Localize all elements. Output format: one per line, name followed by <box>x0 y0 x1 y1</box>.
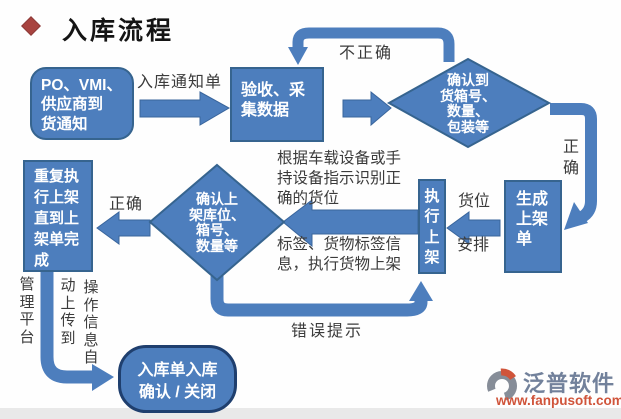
bottom-strip <box>0 408 621 419</box>
close-order-node: 入库单入库 确认 / 关闭 <box>118 345 237 413</box>
label-device-note: 根据车载设备或手 持设备指示识别正 确的货位 <box>277 150 402 207</box>
arrow-to-close <box>40 271 92 384</box>
label-tag-note: 标签、货物标签信 息，执行货物上架 <box>277 236 402 273</box>
arrow-generate-to-execute <box>446 211 501 245</box>
receive-node: 验收、采 集数据 <box>230 67 324 142</box>
label-upload-col-mid: 动 上 传 到 <box>60 277 76 347</box>
arrow-error-prompt-head <box>409 281 433 301</box>
label-error-prompt: 错误提示 <box>291 323 364 340</box>
logo-url: www.fanpusoft.com <box>496 393 621 408</box>
execute-putaway-node: 执 行 上 架 <box>418 179 446 274</box>
label-upload-col-left: 管 理 平 台 <box>19 276 35 346</box>
arrow-start-to-receive <box>139 91 231 126</box>
label-location: 货位 <box>458 193 491 210</box>
arrow-execute-to-confirm-location <box>282 198 419 248</box>
arrow-correct-right-head <box>564 202 588 230</box>
label-arrange: 安排 <box>457 237 490 254</box>
label-inbound-notice: 入库通知单 <box>137 74 223 91</box>
watermark-logo: 泛普软件 www.fanpusoft.com <box>477 364 621 410</box>
fanpu-logo-icon <box>487 368 517 401</box>
decision-confirm-arrival <box>386 57 552 149</box>
logo-name: 泛普软件 <box>523 371 616 396</box>
confirm-arrival-text: 确认到 货箱号、 数量、 包装等 <box>440 72 496 135</box>
repeat-putaway-node: 重复执 行上架 直到上 架单完 成 <box>23 160 93 272</box>
generate-putaway-node: 生成 上架 单 <box>504 180 562 273</box>
label-correct-left: 正确 <box>109 196 144 213</box>
label-incorrect: 不正确 <box>339 45 394 62</box>
arrow-error-prompt <box>210 276 428 317</box>
label-upload-col-right: 操 作 信 息 自 <box>83 279 99 366</box>
start-node: PO、VMI、 供应商到 货通知 <box>30 67 134 140</box>
confirm-location-text: 确认上 架库位、 箱号、 数量等 <box>189 191 245 254</box>
label-correct-right: 正 确 <box>562 139 579 177</box>
arrow-incorrect-loop-head <box>288 47 308 65</box>
arrow-to-close-head <box>92 364 114 391</box>
arrow-incorrect-loop <box>292 27 455 62</box>
page-title: 入库流程 <box>62 17 175 45</box>
arrow-correct-right <box>550 103 597 223</box>
arrow-confirm-to-repeat <box>96 211 151 245</box>
arrow-receive-to-confirm <box>342 90 392 127</box>
decision-confirm-location <box>148 163 286 282</box>
